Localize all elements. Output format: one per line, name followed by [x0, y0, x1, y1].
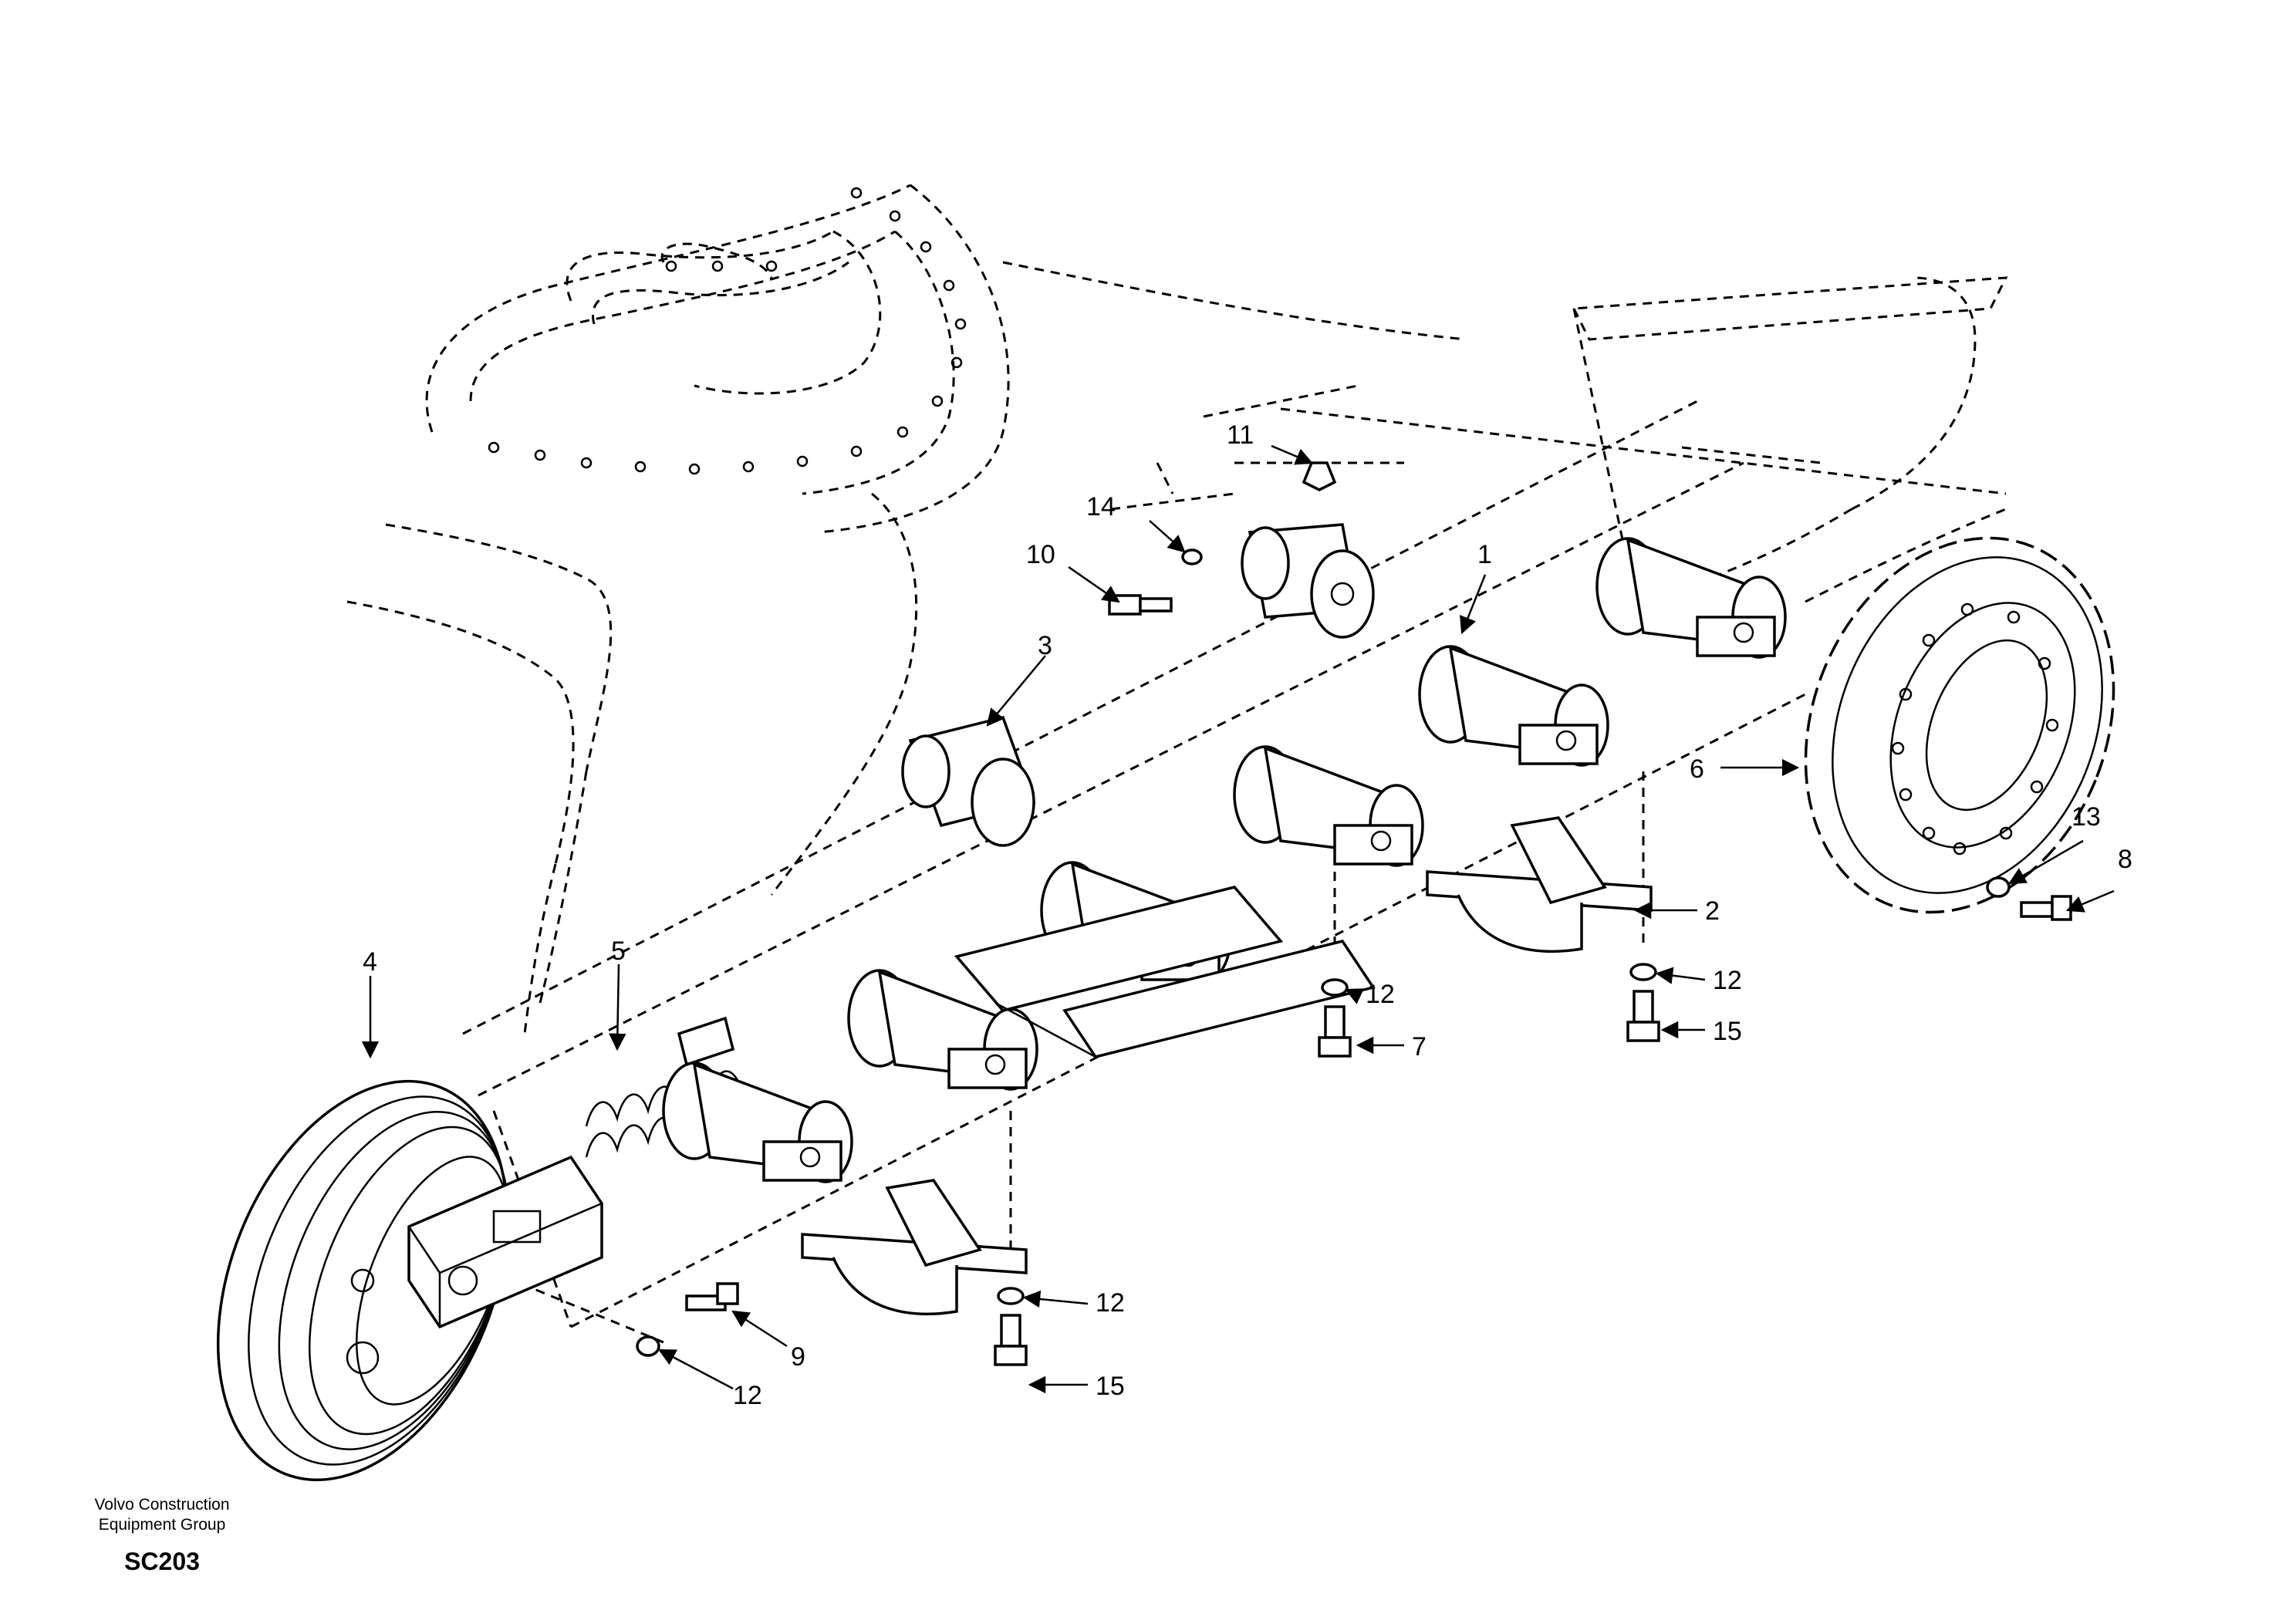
idler-wheel [216, 1079, 510, 1482]
callout-3: 3 [1038, 631, 1052, 660]
bolt-8 [2020, 895, 2072, 921]
callout-13: 13 [2071, 802, 2101, 832]
bolt-11 [1302, 461, 1337, 491]
callout-10: 10 [1026, 540, 1055, 569]
callout-11: 11 [1227, 420, 1254, 450]
manufacturer-credit: Volvo Construction Equipment Group [46, 1495, 278, 1535]
callout-2: 2 [1705, 896, 1720, 926]
company-line-1: Volvo Construction [94, 1496, 230, 1514]
track-chain-segment [954, 886, 1376, 1058]
callout-7: 7 [1412, 1032, 1427, 1061]
callout-8: 8 [2118, 845, 2132, 874]
washer-13 [1986, 876, 2011, 898]
frame-outline [346, 184, 2008, 1344]
carrier-roller-rear [1241, 523, 1375, 639]
callout-12-idler: 12 [733, 1381, 762, 1410]
callout-4: 4 [363, 947, 377, 977]
track-roller [1595, 537, 1787, 659]
bolt-7 [1318, 1005, 1352, 1058]
callout-15-rear: 15 [1713, 1017, 1742, 1046]
callout-6: 6 [1690, 754, 1704, 784]
callout-5: 5 [611, 937, 626, 966]
washer-12-a [1321, 978, 1349, 997]
callout-9: 9 [791, 1342, 805, 1372]
drive-sprocket [1804, 536, 2115, 914]
track-guard-front [801, 1179, 1028, 1316]
washer-12-d [636, 1335, 660, 1357]
callout-15-front: 15 [1096, 1372, 1125, 1401]
callout-12-front-guard: 12 [1096, 1288, 1125, 1318]
washer-14 [1181, 548, 1203, 565]
callout-labels: 1 2 3 4 5 6 7 8 9 10 11 12 12 12 12 13 1… [363, 420, 2132, 1410]
bolt-15-a [1626, 990, 1660, 1042]
drawing-code: SC203 [124, 1547, 200, 1575]
callout-12-rear-roller: 12 [1366, 980, 1395, 1009]
callout-12-rear-guard: 12 [1713, 966, 1742, 995]
bolt-9 [685, 1282, 739, 1311]
callout-1: 1 [1477, 540, 1492, 569]
track-roller [1418, 645, 1609, 767]
washer-12-b [1629, 963, 1657, 981]
idler-yoke [407, 1155, 603, 1329]
leader-lines [361, 444, 2115, 1394]
slew-ring-bolts [488, 187, 967, 475]
bolt-10 [1108, 594, 1173, 616]
bolt-15-b [994, 1314, 1028, 1366]
track-guard-rear [1426, 816, 1653, 953]
carrier-roller-front [901, 715, 1036, 847]
track-roller [1233, 745, 1424, 867]
callout-14: 14 [1086, 492, 1116, 521]
company-line-2: Equipment Group [98, 1516, 226, 1534]
track-roller [662, 1061, 853, 1183]
washer-12-c [997, 1287, 1025, 1305]
track-roller [847, 969, 1038, 1091]
